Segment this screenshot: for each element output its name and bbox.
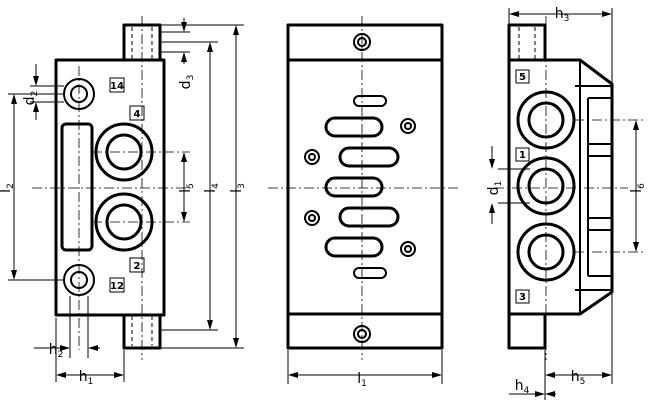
label-d3: d3 (178, 75, 196, 90)
label-h5: h5 (571, 369, 586, 387)
label-l6: l6 (629, 183, 647, 193)
slot-4 (324, 176, 384, 198)
label-l5: l5 (178, 183, 196, 193)
label-d1: d1 (486, 181, 504, 196)
label-h1: h1 (79, 369, 94, 387)
slot-5 (338, 206, 400, 228)
code-1: 1 (519, 150, 526, 161)
slot-1 (353, 95, 387, 107)
right-view: 5 1 3 h3 l6 d1 h4 (486, 6, 647, 400)
label-l1: l1 (357, 371, 367, 389)
label-h4: h4 (515, 378, 530, 396)
slot-3 (338, 146, 400, 168)
code-14: 14 (110, 81, 124, 92)
label-h3: h3 (555, 6, 570, 24)
code-4: 4 (134, 109, 141, 120)
right-top-lug (507, 23, 547, 63)
side-slot (60, 122, 94, 252)
left-body (54, 58, 166, 317)
slot-2 (324, 116, 384, 138)
label-d2: d2 (22, 91, 40, 106)
code-2: 2 (134, 261, 141, 272)
code-12: 12 (110, 281, 124, 292)
middle-view: l1 (268, 16, 460, 389)
slot-7 (353, 267, 387, 279)
code-3: 3 (519, 292, 526, 303)
label-l2: l2 (0, 183, 16, 193)
right-bottom-lug (507, 312, 547, 350)
label-l3: l3 (229, 183, 247, 193)
label-l4: l4 (203, 183, 221, 193)
code-5: 5 (519, 72, 526, 83)
slot-6 (324, 236, 384, 258)
middle-body (286, 23, 444, 350)
left-view: 14 4 2 12 l2 d2 d3 (0, 16, 247, 387)
label-h2: h2 (49, 342, 64, 360)
